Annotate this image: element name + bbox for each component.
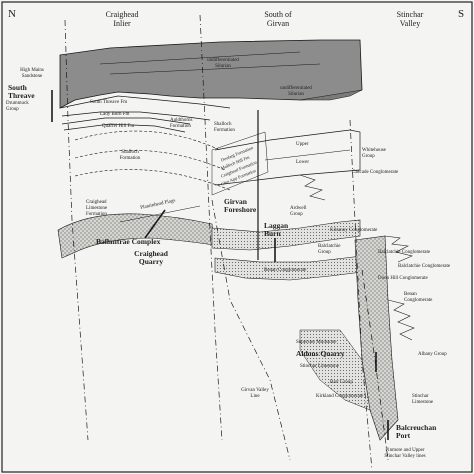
shalloch-mid-label: Shalloch Formation xyxy=(214,122,235,133)
south-threave-label: South Threave xyxy=(8,83,35,100)
fault-stinchar-1 xyxy=(349,119,373,471)
quarrel-hill-fm-label: Quarrel Hill Fm xyxy=(102,124,135,129)
aldons-quarry-label: Aldons Quarry xyxy=(296,349,345,358)
craighead-quarry-marker xyxy=(144,209,166,239)
silurian-line-2 xyxy=(109,63,321,75)
doon-hill-label: Doon Hill Conglomerate xyxy=(378,276,428,281)
laggan-burn-label: Laggan Burn xyxy=(264,221,289,238)
jagged-right-1 xyxy=(384,235,413,263)
balclatchie-congl-label: Balclatchie Conglomerate xyxy=(378,250,431,255)
plantinhead-line xyxy=(119,205,201,223)
ballantrae-label: Ballantrae Complex xyxy=(96,237,161,246)
auldthorns-label: Auldthorns Formation xyxy=(170,118,193,129)
upper-label: Upper xyxy=(296,142,309,147)
silurian-line-1 xyxy=(99,51,301,65)
girvan-foreshore-label: Girvan Foreshore xyxy=(224,197,257,214)
wavy-band xyxy=(211,131,269,196)
shalloch-left-label: Shalloch Formation xyxy=(119,150,141,161)
superstes-label: Superstes Mudstone xyxy=(296,340,337,345)
balclatchie-congl2-label: Balclatchie Conglomerate xyxy=(398,264,451,269)
fault-craighead xyxy=(199,14,223,441)
craighead-inlier-heading: Craighead Inlier xyxy=(105,10,139,28)
cascade-label: Cascade Conglomerate xyxy=(352,170,399,175)
jagged-right-2 xyxy=(387,299,415,341)
benan-right-label: Benan Conglomerate xyxy=(404,292,433,303)
strat-line-d xyxy=(63,123,186,133)
pinmore-label: Pinmore and Upper Stinchar Valley lines xyxy=(384,448,426,459)
girvan-valley-line-label: Girvan Valley Line xyxy=(241,388,269,399)
south-label: S xyxy=(458,8,465,20)
kirkland-label: Kirkland Conglomerate xyxy=(316,394,364,399)
high-mains-label: High Mains Sandstone xyxy=(20,68,44,79)
lower-label: Lower xyxy=(296,160,310,165)
north-label: N xyxy=(8,8,16,20)
lady-burn-fm-label: Lady Burn Fm xyxy=(100,112,130,117)
stinchar-limestone-right-label: Stinchar Limestone xyxy=(412,394,434,405)
craighead-limestone-label: Craighead Limestone Formation xyxy=(86,200,108,217)
strat-line-b xyxy=(61,111,211,121)
shalloch-dash-3 xyxy=(74,169,231,191)
strat-line-a xyxy=(59,95,231,109)
balclatchie-group-label: Balclatchie Group xyxy=(318,244,341,255)
albany-label: Albany Group xyxy=(418,352,447,357)
balcreuchan-label: Balcreuchan Port xyxy=(396,423,437,440)
fault-stinchar-2 xyxy=(361,269,389,461)
silurian-band xyxy=(59,39,363,109)
undiff-silurian-right-label: undifferentiated Silurian xyxy=(280,86,312,97)
upper-lower-divide xyxy=(264,149,351,161)
stinchar-lower xyxy=(299,329,371,411)
kilranny-label: Kilranny Conglomerate xyxy=(330,228,378,233)
fault-left xyxy=(64,19,89,441)
south-of-girvan-heading: South of Girvan xyxy=(264,10,292,28)
south-threave-fm-label: South Threave Fm xyxy=(90,100,128,105)
undiff-silurian-top-label: undifferentiated Silurian xyxy=(207,58,239,69)
stinchar-limestone-left-label: Stinchar Limestone xyxy=(300,364,340,369)
craighead-quarry-label: Craighead Quarry xyxy=(134,249,168,266)
barr-label: Barr Group xyxy=(330,380,353,385)
shalloch-dash-1 xyxy=(74,130,221,151)
ardwell-label: Ardwell Group xyxy=(290,206,307,217)
drummuck-label: Drummuck Group xyxy=(6,101,29,112)
stinchar-column xyxy=(354,235,399,441)
fault-girvan xyxy=(211,199,291,461)
benan-congl-mid-label: Benan Conglomerate xyxy=(264,268,307,273)
stinchar-valley-heading: Stinchar Valley xyxy=(396,10,424,28)
jagged-mid-1 xyxy=(299,174,326,201)
strat-line-c xyxy=(61,117,191,125)
kilranny-band xyxy=(211,219,361,251)
silurian-wedge xyxy=(299,89,363,101)
shalloch-dash-2 xyxy=(74,150,226,171)
whitehouse-label: Whitehouse Group xyxy=(362,148,386,159)
